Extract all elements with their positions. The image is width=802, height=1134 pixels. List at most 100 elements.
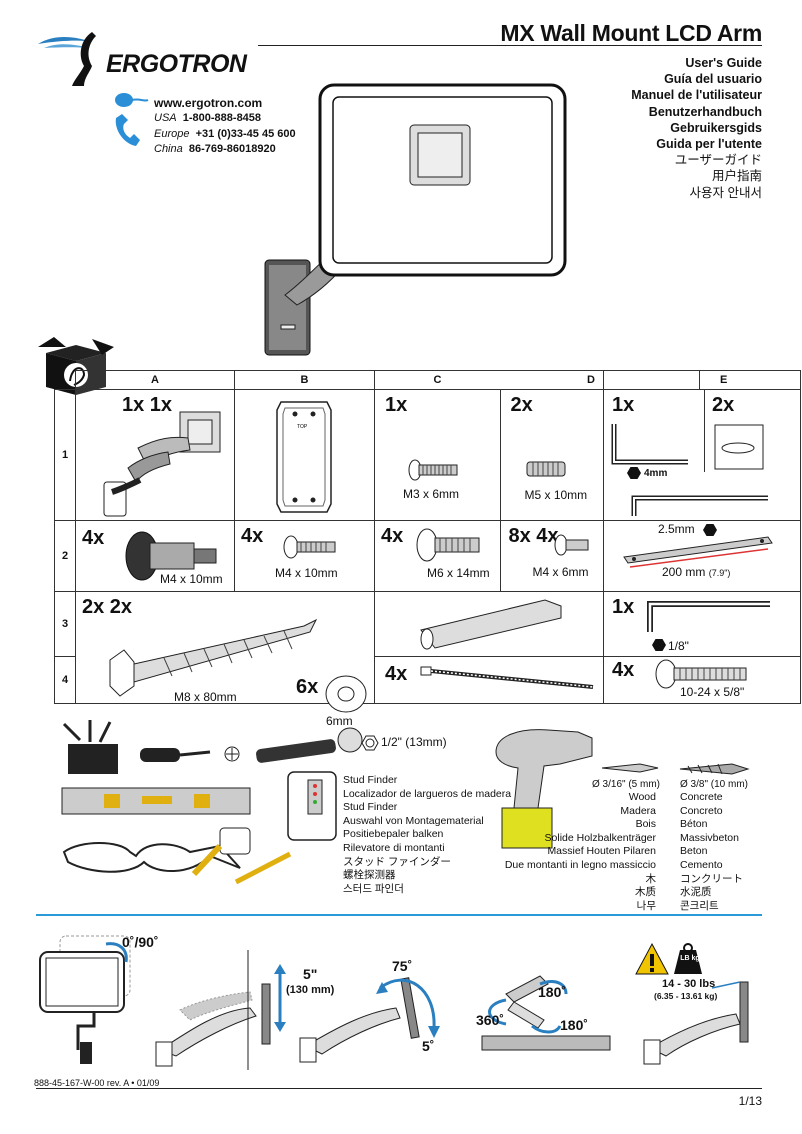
wood-en: Wood (628, 791, 656, 803)
part-3e: 1x 1/8" (603, 591, 801, 657)
pencil-icon (234, 851, 292, 885)
china-phone: 86-769-86018920 (188, 143, 276, 156)
ergotron-logo-text: ERGOTRON (106, 50, 247, 78)
row-2-label: 2 (54, 520, 76, 592)
stud-finder-ko: 스터드 파인더 (343, 882, 404, 895)
wood-es: Madera (620, 804, 656, 817)
hex-key-1-8-icon (647, 601, 770, 632)
website-url[interactable]: www.ergotron.com (154, 96, 263, 110)
rotation-value: 0˚/90˚ (122, 934, 159, 950)
wood-labels: Wood Madera Bois Solide Holzbalkenträger… (505, 791, 656, 913)
concrete-ko: 콘크리트 (680, 899, 719, 912)
washer-icon (325, 675, 367, 713)
part-1a-qty: 1x 1x (122, 394, 173, 416)
part-3c (374, 591, 604, 657)
guide-zh: 用户指南 (711, 169, 762, 184)
concrete-bit-icon (679, 763, 750, 775)
column-e-header: E (699, 370, 801, 390)
part-2d: 8x 4x M4 x 6mm (499, 520, 604, 592)
part-1d: 2x M5 x 10mm (499, 389, 604, 521)
concrete-it: Cemento (680, 858, 723, 871)
part-1e-wipe-qty: 2x (712, 394, 735, 416)
guide-languages: User's Guide Guía del usuario Manuel de … (631, 55, 762, 201)
hex-key-2.5mm-icon (631, 495, 768, 516)
button-head-screw-icon (655, 659, 747, 689)
stud-finder-icon (287, 771, 337, 841)
part-2d-size: M4 x 6mm (532, 565, 589, 579)
guide-ja: ユーザーガイド (674, 153, 762, 168)
stud-finder-es: Localizador de largueros de madera (343, 787, 512, 800)
part-2b-size: M4 x 10mm (275, 566, 338, 580)
svg-text:TOP: TOP (297, 424, 308, 430)
lag-bolt-icon (109, 618, 318, 697)
part-2b-qty: 4x (241, 525, 264, 547)
cable-tie-icon (420, 666, 594, 689)
stud-finder-zh: 螺栓探测器 (343, 869, 396, 882)
wood-fr: Bois (635, 818, 656, 831)
arm-part-icon (103, 411, 221, 517)
weight-value: 14 - 30 lbs (662, 978, 716, 990)
wood-ja: 木 (645, 872, 657, 885)
guide-nl: Gebruikersgids (670, 120, 762, 135)
guide-it: Guida per l'utente (656, 137, 762, 152)
row-4-label: 4 (54, 656, 76, 704)
safety-glasses-icon (62, 842, 241, 873)
part-1c: 1x M3 x 6mm (374, 389, 501, 521)
mounting-rail-icon (623, 536, 773, 568)
wood-ko: 나무 (636, 899, 656, 912)
level-icon (61, 787, 251, 815)
usa-phone: 1-800-888-8458 (182, 112, 262, 125)
pan-bottom-value: 180˚ (560, 1017, 589, 1033)
concrete-zh: 水泥质 (680, 886, 712, 899)
page-number: 1/13 (738, 1094, 762, 1108)
lift-value: 5" (303, 966, 318, 982)
rail-length-in: (7.9") (708, 568, 731, 578)
m6-screw-icon (416, 528, 480, 562)
usa-label: USA (154, 112, 177, 125)
parts-table: A B C D E 1 1x 1x TOP (54, 370, 801, 728)
hex-icon (627, 467, 641, 479)
warning-icon (635, 942, 669, 975)
guide-en: User's Guide (685, 56, 762, 70)
concrete-ja: コンクリート (680, 872, 743, 885)
footer-rule (36, 1088, 762, 1089)
part-4e: 4x 10-24 x 5/8" (603, 656, 801, 704)
concrete-bit-size: Ø 3/8" (10 mm) (680, 779, 749, 790)
part-3a-washer-qty: 6x (296, 676, 319, 698)
pan-diagram (481, 975, 611, 1051)
part-2b: 4x M4 x 10mm (234, 520, 375, 592)
stud-finder-labels: Stud Finder Localizador de largueros de … (343, 774, 511, 896)
drill-icon (495, 729, 593, 849)
m3-screw-icon (408, 459, 458, 481)
part-1e-hex-4mm: 4mm (644, 468, 668, 479)
column-a-header: A (75, 370, 235, 390)
lift-diagram (155, 950, 286, 1070)
m4-screw-icon (283, 535, 336, 559)
part-3a-washer-size: 6mm (326, 714, 353, 728)
part-4e-qty: 4x (612, 659, 635, 681)
tilt-down-value: 5˚ (422, 1038, 435, 1054)
part-3a-size: M8 x 80mm (174, 690, 237, 704)
europe-phone: +31 (0)33-45 45 600 (195, 127, 296, 140)
part-2e-size: 200 mm (7.9") (662, 565, 730, 579)
stud-finder-fr: Stud Finder (343, 801, 398, 814)
part-2c: 4x M6 x 14mm (374, 520, 501, 592)
wood-bit-icon (601, 763, 659, 773)
part-2a: 4x M4 x 10mm (75, 520, 235, 592)
column-d-header: D (500, 370, 604, 390)
wood-it: Due montanti in legno massiccio (504, 858, 656, 871)
part-2c-size: M6 x 14mm (427, 566, 490, 580)
stud-finder-ja: スタッド ファインダー (343, 855, 451, 868)
concrete-es: Concreto (680, 804, 723, 817)
contact-info: www.ergotron.com USA 1-800-888-8458 Euro… (154, 96, 296, 158)
column-c-header: C (374, 370, 500, 390)
part-3a: 2x 2x M8 x 80mm 6x 6mm (75, 591, 375, 728)
weight-unit: LB kg (680, 955, 700, 962)
rotation-diagram (39, 935, 131, 1064)
guide-ko: 사용자 안내서 (689, 185, 762, 200)
m4-6mm-screw-icon (554, 534, 588, 556)
row-3-label: 3 (54, 591, 76, 657)
stud-finder-it: Rilevatore di montanti (343, 841, 445, 854)
socket-size: 1/2" (13mm) (381, 735, 447, 749)
weight-warning-icons (635, 942, 702, 975)
